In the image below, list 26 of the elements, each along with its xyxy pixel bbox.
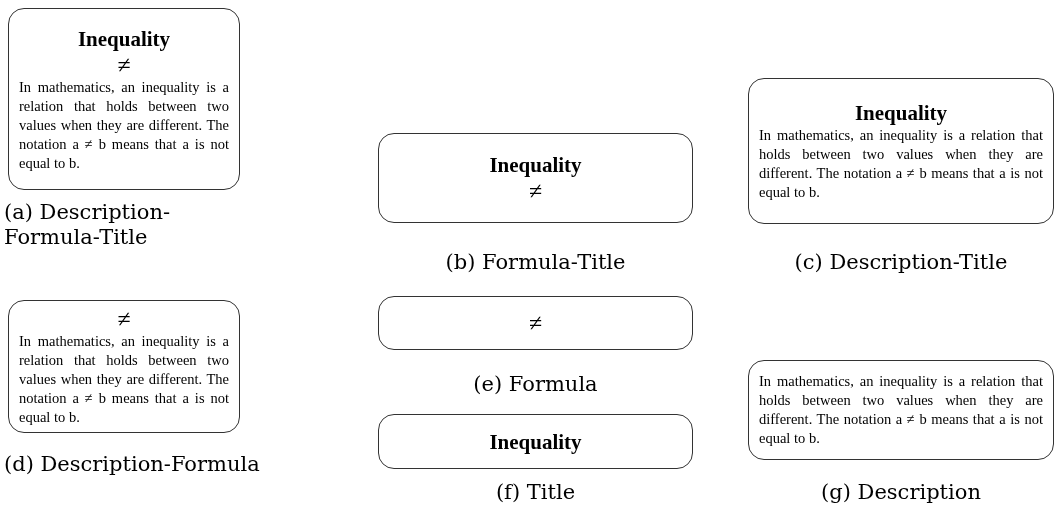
- layout-card: [8, 8, 240, 190]
- subfigure-caption: (f) Title: [494, 480, 577, 505]
- layout-card: [748, 360, 1054, 460]
- layout-card: [378, 296, 693, 350]
- description-text: In mathematics, an inequality is a relation that holds between two values when they are different. The notation a ≠ b means that a is not equal to b.: [19, 77, 229, 173]
- subfigure-caption: (d) Description-Formula: [4, 452, 261, 477]
- card-title: Inequality: [853, 100, 949, 126]
- subfigure-caption: (b) Formula-Title: [444, 250, 627, 275]
- layout-card: [8, 300, 240, 433]
- subfigure-caption: (g) Description: [820, 480, 982, 505]
- description-text: In mathematics, an inequality is a relation that holds between two values when they are different. The notation a ≠ b means that a is not equal to b.: [759, 372, 1043, 448]
- formula-text: ≠: [116, 51, 132, 78]
- card-title: Inequality: [488, 428, 583, 455]
- formula-text: ≠: [527, 178, 544, 204]
- card-title: Inequality: [488, 152, 583, 178]
- subfigure-caption: (c) Description-Title: [793, 250, 1009, 275]
- layout-card: [378, 414, 693, 469]
- subfigure-caption: (e) Formula: [472, 372, 599, 397]
- layout-card: [748, 78, 1054, 224]
- card-title: Inequality: [76, 25, 172, 52]
- layout-card: [378, 133, 693, 223]
- formula-text: ≠: [527, 310, 544, 336]
- description-text: In mathematics, an inequality is a relation that holds between two values when they are different. The notation a ≠ b means that a is not equal to b.: [19, 332, 229, 427]
- subfigure-caption: (a) Description-Formula-Title: [4, 200, 171, 250]
- formula-text: ≠: [116, 306, 132, 332]
- description-text: In mathematics, an inequality is a relation that holds between two values when they are different. The notation a ≠ b means that a is not equal to b.: [759, 126, 1043, 202]
